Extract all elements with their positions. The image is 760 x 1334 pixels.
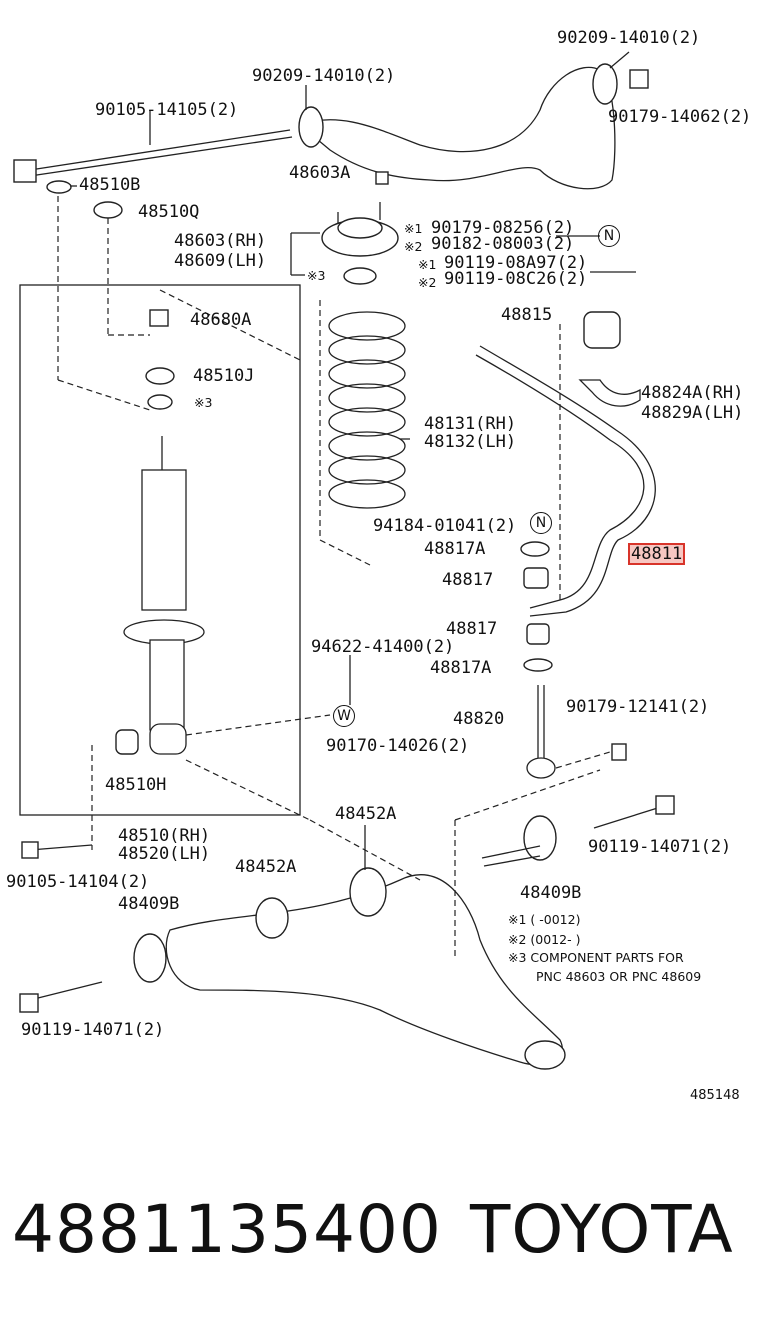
label-90119-14071-left: 90119-14071(2) <box>21 1020 165 1040</box>
label-48609: 48609(LH) <box>174 251 267 271</box>
label-48811-highlighted[interactable]: 48811 <box>628 543 686 565</box>
symbol-N-top: N <box>598 225 620 247</box>
label-90182-08003: 90182-08003(2) <box>431 234 575 254</box>
upper-bushing-left <box>298 106 324 148</box>
leader-lines <box>57 196 611 960</box>
label-48510: 48510(RH) <box>118 826 211 846</box>
label-48817-upper: 48817 <box>442 570 494 590</box>
bolt-90105-14104 <box>29 844 93 851</box>
cushion-48510J <box>145 367 175 385</box>
bolt-90105-14105 <box>29 129 291 171</box>
note-4: PNC 48603 OR PNC 48609 <box>536 969 702 984</box>
label-48131: 48131(RH) <box>424 414 517 434</box>
marker-1b: ※1 <box>418 257 437 272</box>
cushion-48817A-upper <box>520 541 550 557</box>
label-48510J: 48510J <box>193 366 255 386</box>
label-48817A-upper: 48817A <box>424 539 486 559</box>
label-90105-14105: 90105-14105(2) <box>95 100 239 120</box>
bushing-48452A-right <box>349 867 387 917</box>
shock-absorber <box>123 436 205 755</box>
label-48817A-lower: 48817A <box>430 658 492 678</box>
label-90119-14071-right: 90119-14071(2) <box>588 837 732 857</box>
bolt-90119-14071-right <box>593 805 665 829</box>
label-90179-08256: 90179-08256(2) <box>431 218 575 238</box>
label-94622-41400: 94622-41400(2) <box>311 637 455 657</box>
label-leaders <box>70 51 636 870</box>
marker-3b: ※3 <box>194 395 213 410</box>
label-48452A-right: 48452A <box>335 804 397 824</box>
label-48510Q: 48510Q <box>138 202 200 222</box>
label-90105-14104: 90105-14104(2) <box>6 872 150 892</box>
cam-plate-48409B-right <box>523 815 557 861</box>
label-90170-14026: 90170-14026(2) <box>326 736 470 756</box>
cushion-48817-upper <box>523 567 549 589</box>
stabilizer-bar <box>475 354 645 609</box>
label-94184-01041: 94184-01041(2) <box>373 516 517 536</box>
label-48824A: 48824A(RH) <box>641 383 744 403</box>
note-1: ※1 ( -0012) <box>508 912 581 927</box>
label-90179-14062: 90179-14062(2) <box>608 107 752 127</box>
bushing-48452A-left <box>255 897 289 939</box>
marker-2: ※2 <box>404 239 423 254</box>
symbol-N-mid: N <box>530 512 552 534</box>
cam-plate-48409B-left <box>133 933 167 983</box>
label-48820: 48820 <box>453 709 505 729</box>
label-90179-12141: 90179-12141(2) <box>566 697 710 717</box>
marker-1: ※1 <box>404 221 423 236</box>
ball-joint <box>524 1040 566 1070</box>
label-90119-08A97: 90119-08A97(2) <box>444 253 588 273</box>
marker-2b: ※2 <box>418 275 437 290</box>
cushion-48817A-lower <box>523 658 553 672</box>
marker-3: ※3 <box>307 268 326 283</box>
reference-number: 485148 <box>690 1088 740 1103</box>
upper-bushing-right <box>592 63 618 105</box>
footer-brand: TOYOTA <box>470 1191 734 1268</box>
label-48817-lower: 48817 <box>446 619 498 639</box>
symbol-W: W <box>333 705 355 727</box>
shock-cushion-48680A <box>149 309 169 327</box>
washer-48510B <box>46 180 72 194</box>
label-48603: 48603(RH) <box>174 231 267 251</box>
nut-90179-12141 <box>611 743 627 761</box>
label-48452A-left: 48452A <box>235 857 297 877</box>
bushing-48510Q <box>93 201 123 219</box>
label-48132: 48132(LH) <box>424 432 517 452</box>
note-2: ※2 (0012- ) <box>508 932 581 947</box>
label-90209-14010: 90209-14010(2) <box>252 66 396 86</box>
stabilizer-bushing-48815 <box>583 311 621 349</box>
nut-48603A <box>375 171 389 185</box>
label-90119-08C26: 90119-08C26(2) <box>444 269 588 289</box>
stabilizer-link-48820 <box>526 685 556 779</box>
label-48603A: 48603A <box>289 163 351 183</box>
cushion-48817-lower <box>526 623 550 645</box>
coil-spring <box>328 311 406 509</box>
nut-90179-14062 <box>629 69 649 89</box>
footer-part-number: 4881135400 <box>12 1191 442 1268</box>
label-48409B-left: 48409B <box>118 894 180 914</box>
label-48510H: 48510H <box>105 775 167 795</box>
bushing-48510H <box>115 729 139 755</box>
label-48829A: 48829A(LH) <box>641 403 744 423</box>
label-48520: 48520(LH) <box>118 844 211 864</box>
bracket-48824A <box>578 379 641 407</box>
label-48815: 48815 <box>501 305 553 325</box>
label-48409B-right: 48409B <box>520 883 582 903</box>
note-3: ※3 COMPONENT PARTS FOR <box>508 950 684 965</box>
shock-absorber-frame <box>19 284 301 816</box>
bolt-90119-14071-left <box>29 981 103 1001</box>
label-90209-14010-top-right: 90209-14010(2) <box>557 28 701 48</box>
label-48510B: 48510B <box>79 175 141 195</box>
upper-control-arm <box>298 66 616 190</box>
label-48680A: 48680A <box>190 310 252 330</box>
